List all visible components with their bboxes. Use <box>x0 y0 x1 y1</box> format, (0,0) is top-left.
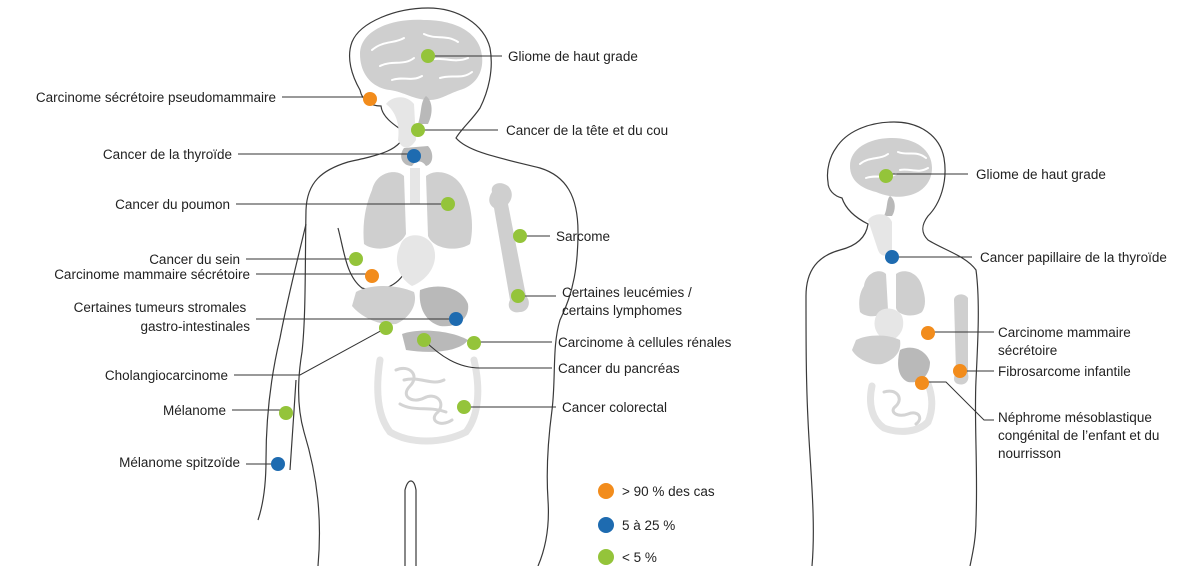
label-mammaire-child: Carcinome mammaire sécrétoire <box>998 325 1135 358</box>
child-throat <box>868 214 892 255</box>
label-leucemies-line-1: Certaines leucémies / <box>562 285 692 300</box>
label-leucemies-line-2: certains lymphomes <box>562 303 682 318</box>
marker-sein <box>349 252 363 266</box>
label-gist: Certaines tumeurs stromales gastro-intes… <box>74 300 251 334</box>
label-nephrome-line-1: Néphrome mésoblastique <box>998 410 1152 425</box>
marker-leucemies <box>511 289 525 303</box>
marker-colorectal <box>457 400 471 414</box>
adult-trachea <box>410 168 420 204</box>
marker-fibrosarcome <box>953 364 967 378</box>
label-thyroide-adult: Cancer de la thyroïde <box>103 147 232 162</box>
adult-figure <box>258 8 578 566</box>
marker-gliome-adult <box>421 49 435 63</box>
label-cholangio: Cholangiocarcinome <box>105 368 228 383</box>
marker-melanome <box>279 406 293 420</box>
label-renales: Carcinome à cellules rénales <box>558 335 732 350</box>
adult-heart <box>397 235 435 286</box>
label-leucemies: Certaines leucémies / certains lymphomes <box>562 285 696 318</box>
label-nephrome-line-3: nourrisson <box>998 446 1061 461</box>
label-fibrosarcome: Fibrosarcome infantile <box>998 364 1131 379</box>
label-spitzoide: Mélanome spitzoïde <box>119 455 240 470</box>
child-lung-right <box>896 271 925 315</box>
marker-cholangio <box>379 321 393 335</box>
legend-swatch-orange <box>598 483 614 499</box>
child-figure <box>806 122 978 566</box>
marker-pancreas <box>417 333 431 347</box>
marker-carcinome-pseudomammaire <box>363 92 377 106</box>
label-pancreas: Cancer du pancréas <box>558 361 680 376</box>
adult-left-arm <box>258 224 306 520</box>
label-mammaire-adult: Carcinome mammaire sécrétoire <box>54 267 250 282</box>
marker-poumon <box>441 197 455 211</box>
label-gist-line-2: gastro-intestinales <box>140 319 250 334</box>
label-sein: Cancer du sein <box>149 252 240 267</box>
label-gliome-adult: Gliome de haut grade <box>508 49 638 64</box>
adult-legs <box>405 481 416 566</box>
label-gist-line-1: Certaines tumeurs stromales <box>74 300 247 315</box>
child-liver <box>852 336 900 365</box>
label-carcinome-pseudomammaire: Carcinome sécrétoire pseudomammaire <box>36 90 276 105</box>
legend: > 90 % des cas 5 à 25 % < 5 % <box>598 483 715 565</box>
adult-brain <box>360 20 482 124</box>
adult-lung-left <box>363 172 406 248</box>
legend-swatch-green <box>598 549 614 565</box>
adult-labels: Gliome de haut grade Carcinome sécrétoir… <box>36 49 732 470</box>
legend-swatch-blue <box>598 517 614 533</box>
marker-mammaire-adult <box>365 269 379 283</box>
label-thyroide-child: Cancer papillaire de la thyroïde <box>980 250 1167 265</box>
marker-thyroide-child <box>885 250 899 264</box>
marker-mammaire-child <box>921 326 935 340</box>
marker-sarcome <box>513 229 527 243</box>
marker-renales <box>467 336 481 350</box>
label-mammaire-child-line-1: Carcinome mammaire <box>998 325 1131 340</box>
label-nephrome: Néphrome mésoblastique congénital de l’e… <box>998 410 1163 461</box>
label-nephrome-line-2: congénital de l’enfant et du <box>998 428 1159 443</box>
marker-gliome-child <box>879 169 893 183</box>
child-intestines <box>871 384 932 431</box>
marker-spitzoide <box>271 457 285 471</box>
marker-nephrome <box>915 376 929 390</box>
legend-label-green: < 5 % <box>622 550 657 565</box>
label-sarcome: Sarcome <box>556 229 610 244</box>
marker-thyroide-adult <box>407 149 421 163</box>
child-labels: Gliome de haut grade Cancer papillaire d… <box>976 167 1167 461</box>
label-tete-cou: Cancer de la tête et du cou <box>506 123 668 138</box>
adult-pancreas <box>402 331 468 352</box>
adult-left-arm-inner <box>290 380 296 470</box>
label-melanome: Mélanome <box>163 403 226 418</box>
marker-tete-cou <box>411 123 425 137</box>
label-poumon: Cancer du poumon <box>115 197 230 212</box>
legend-label-blue: 5 à 25 % <box>622 518 675 533</box>
label-colorectal: Cancer colorectal <box>562 400 667 415</box>
marker-gist <box>449 312 463 326</box>
label-gliome-child: Gliome de haut grade <box>976 167 1106 182</box>
legend-label-orange: > 90 % des cas <box>622 484 715 499</box>
label-mammaire-child-line-2: sécrétoire <box>998 343 1057 358</box>
